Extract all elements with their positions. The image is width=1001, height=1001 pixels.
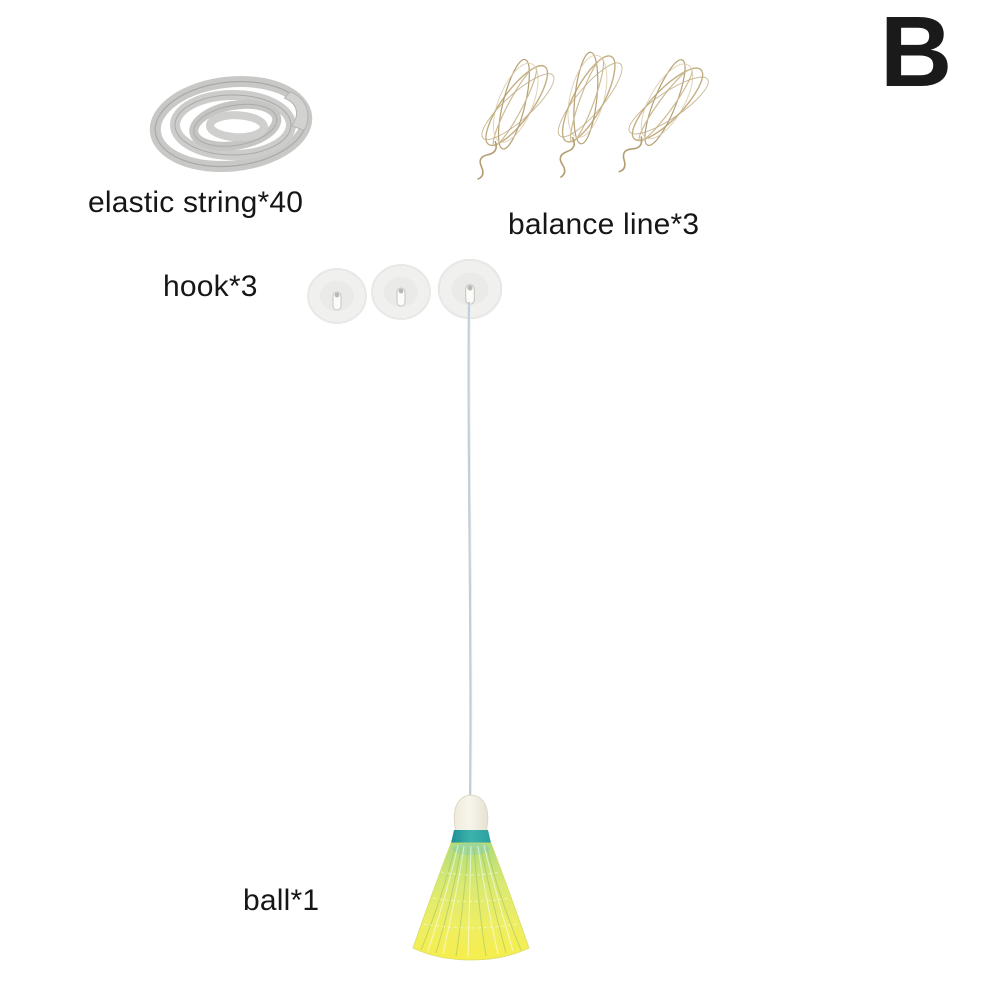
- trainer-string-highlight: [469, 301, 473, 799]
- shuttlecock-band: [451, 830, 491, 843]
- hook-label: hook*3: [163, 270, 258, 303]
- balance-line-label: balance line*3: [508, 208, 700, 241]
- elastic-string-label: elastic string*40: [88, 186, 304, 219]
- elastic-string-image: [149, 75, 313, 173]
- ball-label: ball*1: [243, 884, 320, 917]
- hook-icon: [307, 268, 367, 324]
- balance-line-icon: [597, 46, 723, 192]
- balance-line-icon: [535, 42, 635, 189]
- trainer-string-image: [467, 301, 472, 799]
- variant-letter: B: [880, 0, 953, 108]
- balance-line-icon: [454, 47, 568, 195]
- shuttlecock-image: [412, 794, 530, 961]
- shuttlecock-cap: [453, 794, 489, 833]
- hook-icon: [371, 264, 431, 320]
- hooks-image: [307, 259, 503, 324]
- balance-lines-image: [454, 42, 723, 195]
